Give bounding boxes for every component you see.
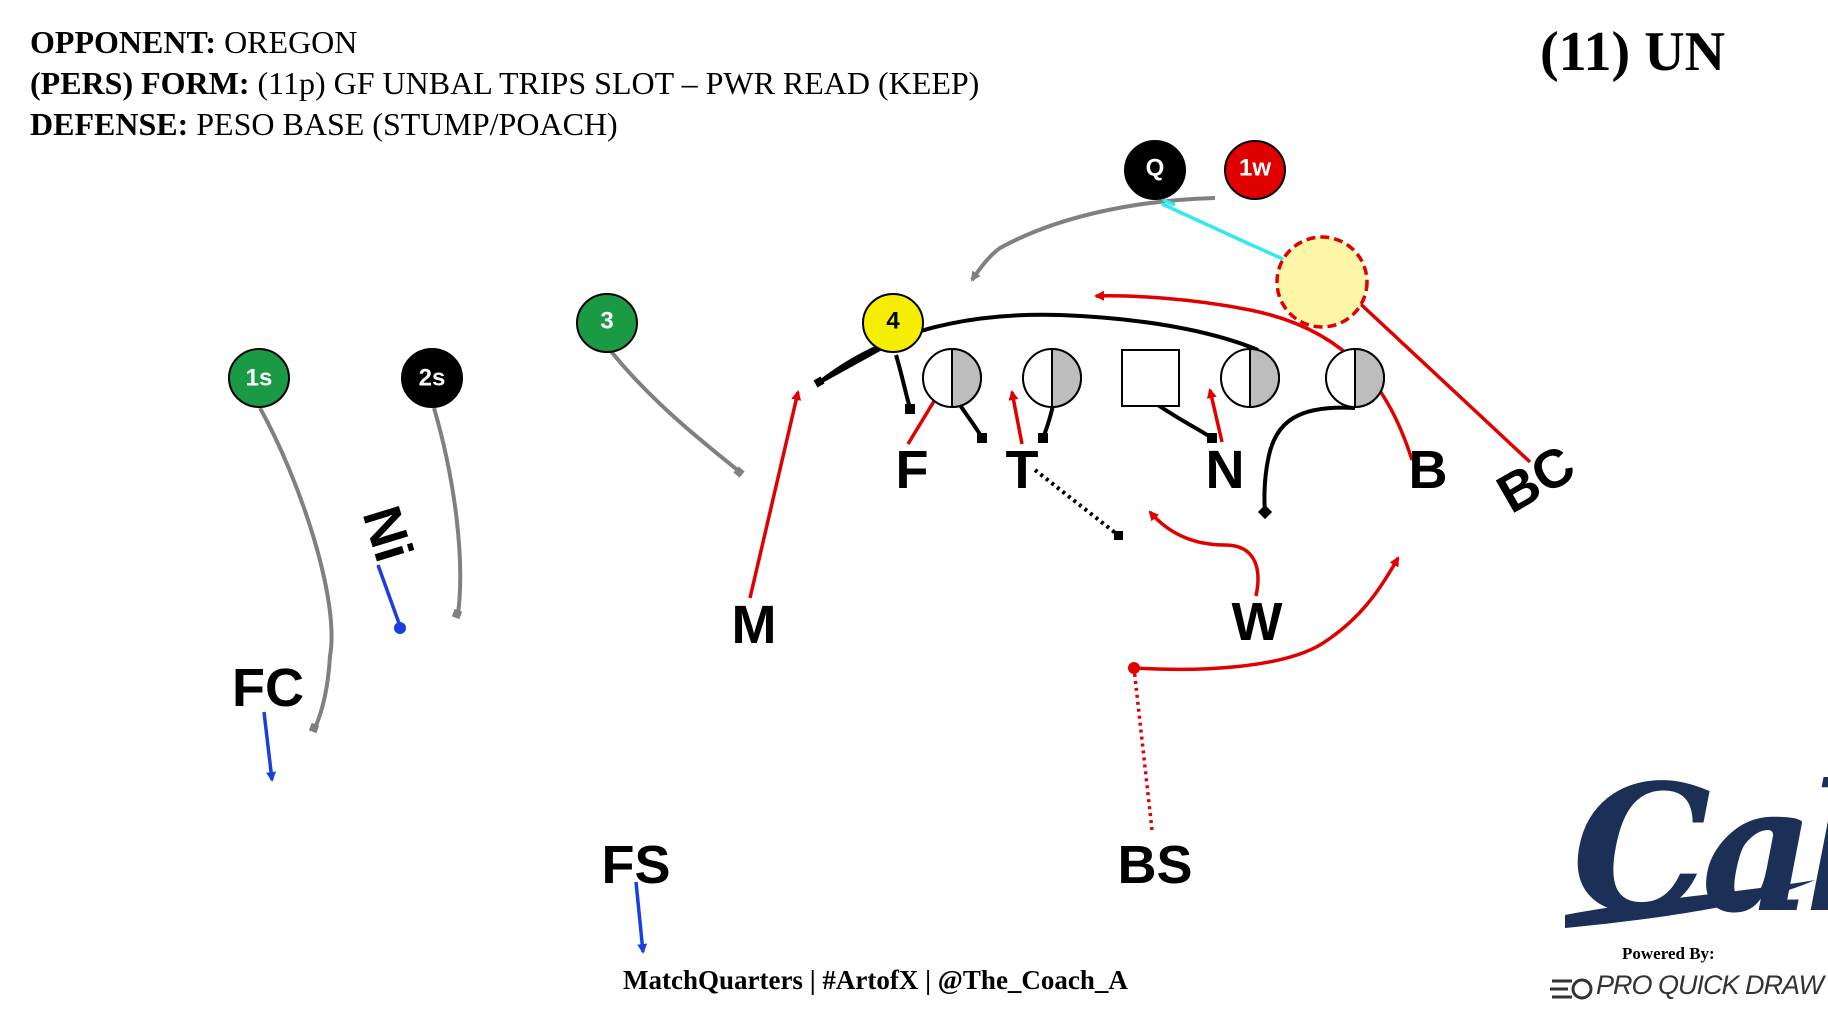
player-1s-label: 1s (246, 365, 273, 392)
def-fc: FC (232, 658, 304, 718)
coverage-ni (376, 564, 402, 627)
cal-logo: Cal (1565, 747, 1828, 952)
formation-value: (11p) GF UNBAL TRIPS SLOT – PWR READ (KE… (257, 65, 980, 101)
block-4-down (894, 354, 912, 409)
read-tick (1162, 198, 1176, 207)
player-2s-label: 2s (419, 365, 446, 392)
lineman-center (1121, 349, 1180, 407)
block-4-end (813, 376, 825, 388)
def-ni: Ni (351, 499, 424, 568)
player-4-label: 4 (886, 308, 900, 335)
player-3: 3 (576, 293, 638, 353)
defense-value: PESO BASE (STUMP/POACH) (196, 106, 618, 142)
coverage-fc (262, 711, 277, 782)
pro-quick-draw-brand: PRO QUICK DRAW (1596, 970, 1824, 1001)
block-lt-end (977, 433, 987, 443)
block-rt-end (1257, 504, 1273, 520)
rush-t (1008, 390, 1024, 445)
lineman-rg (1220, 347, 1280, 409)
def-t: T (1006, 440, 1039, 500)
tackle-dotted-end (1114, 531, 1123, 540)
route-3-end (733, 466, 745, 478)
pqd-mark-icon (1550, 978, 1593, 1000)
ni-end-dot (394, 622, 406, 634)
bs-start-dot (1128, 662, 1140, 674)
opponent-line: OPPONENT: OREGON (30, 22, 979, 63)
player-3-label: 3 (600, 308, 613, 335)
route-3 (608, 348, 742, 474)
player-q-label: Q (1146, 155, 1165, 182)
powered-by-label: Powered By: (1622, 944, 1715, 963)
route-1s-end (308, 722, 320, 734)
rush-b (1094, 290, 1414, 461)
coverage-fs (634, 881, 648, 954)
block-lg-end (1038, 433, 1048, 443)
def-b: B (1409, 440, 1448, 500)
rush-bc (1350, 294, 1532, 464)
player-1w-label: 1w (1239, 155, 1271, 182)
formation-label: (PERS) FORM: (30, 65, 250, 101)
opponent-value: OREGON (224, 24, 358, 60)
def-f: F (896, 440, 929, 500)
tackle-dotted-path (1033, 468, 1120, 537)
def-fs: FS (601, 835, 670, 895)
opponent-label: OPPONENT: (30, 24, 217, 60)
def-m: M (732, 595, 777, 655)
rush-m (748, 390, 802, 599)
route-q (970, 196, 1216, 282)
route-1s (258, 407, 334, 729)
ball-keep-zone (1275, 235, 1369, 329)
route-2s-end (451, 608, 463, 620)
block-rt-pull (1262, 405, 1356, 513)
play-header: OPPONENT: OREGON (PERS) FORM: (11p) GF U… (30, 22, 979, 145)
lineman-lt (922, 347, 982, 409)
def-bs: BS (1117, 835, 1192, 895)
def-n: N (1206, 440, 1245, 500)
block-c-end (1207, 433, 1217, 443)
player-q: Q (1124, 140, 1186, 200)
defense-label: DEFENSE: (30, 106, 189, 142)
rush-w (1148, 510, 1260, 597)
route-2s (432, 407, 463, 615)
lineman-rt (1325, 347, 1385, 409)
lineman-lg (1022, 347, 1082, 409)
defense-line: DEFENSE: PESO BASE (STUMP/POACH) (30, 104, 979, 145)
personnel-code: (11) UN (1540, 21, 1726, 83)
rush-n (1206, 388, 1224, 443)
formation-line: (PERS) FORM: (11p) GF UNBAL TRIPS SLOT –… (30, 63, 979, 104)
player-1w: 1w (1224, 140, 1286, 200)
def-w: W (1232, 592, 1283, 652)
player-4: 4 (862, 293, 924, 353)
footer-credit: MatchQuarters | #ArtofX | @The_Coach_A (623, 965, 1128, 995)
pro-quick-draw-text: PRO QUICK DRAW (1596, 970, 1824, 1000)
def-bc: BC (1487, 434, 1585, 525)
player-2s: 2s (401, 348, 463, 408)
player-1s: 1s (228, 348, 290, 408)
cal-logo-swoosh (1565, 880, 1815, 928)
rush-bs (1133, 556, 1400, 672)
rush-bs-dotted (1132, 667, 1154, 831)
block-c (1156, 403, 1214, 440)
block-4-down-end (905, 404, 915, 414)
